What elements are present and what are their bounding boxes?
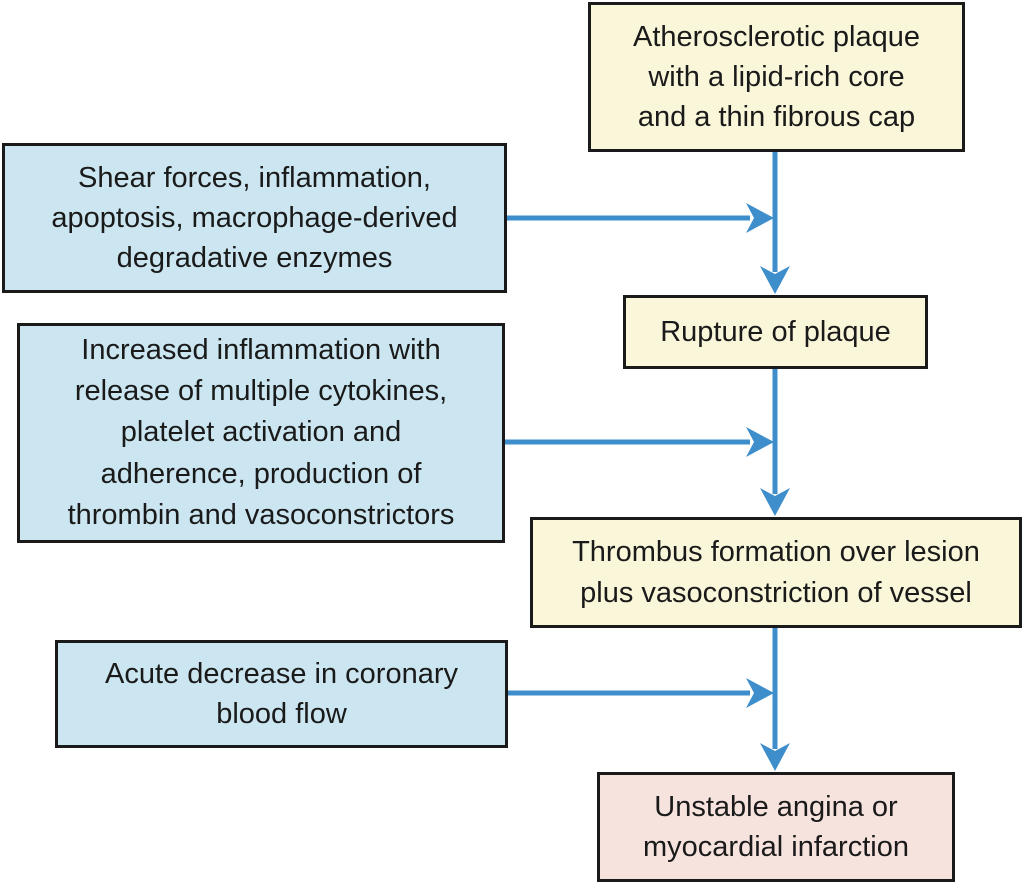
arrow-shear-to-flow <box>507 203 774 233</box>
node-unstable-angina: Unstable angina or myocardial infarction <box>597 772 955 882</box>
node-rupture-of-plaque-label: Rupture of plaque <box>660 315 891 348</box>
node-increased-inflammation: Increased inflammation with release of m… <box>17 323 505 543</box>
node-atherosclerotic-plaque-label: Atherosclerotic plaque with a lipid-rich… <box>633 20 920 133</box>
arrow-plaque-to-rupture <box>760 151 790 294</box>
node-acute-decrease-label: Acute decrease in coronary blood flow <box>104 657 459 730</box>
node-unstable-angina-label: Unstable angina or myocardial infarction <box>643 790 909 863</box>
node-acute-decrease: Acute decrease in coronary blood flow <box>55 640 508 748</box>
node-shear-forces-label: Shear forces, inflammation, apoptosis, m… <box>51 161 458 274</box>
node-rupture-of-plaque: Rupture of plaque <box>623 295 928 369</box>
arrow-thrombus-to-unstable <box>760 628 790 771</box>
node-thrombus-formation-label: Thrombus formation over lesion plus vaso… <box>572 536 980 609</box>
arrow-acute-to-flow <box>508 678 774 708</box>
node-atherosclerotic-plaque: Atherosclerotic plaque with a lipid-rich… <box>588 2 965 152</box>
node-increased-inflammation-label: Increased inflammation with release of m… <box>67 334 455 531</box>
arrow-rupture-to-thrombus <box>760 369 790 516</box>
arrow-inflammation-to-flow <box>505 427 774 457</box>
node-shear-forces: Shear forces, inflammation, apoptosis, m… <box>2 143 507 293</box>
node-thrombus-formation: Thrombus formation over lesion plus vaso… <box>530 517 1022 628</box>
